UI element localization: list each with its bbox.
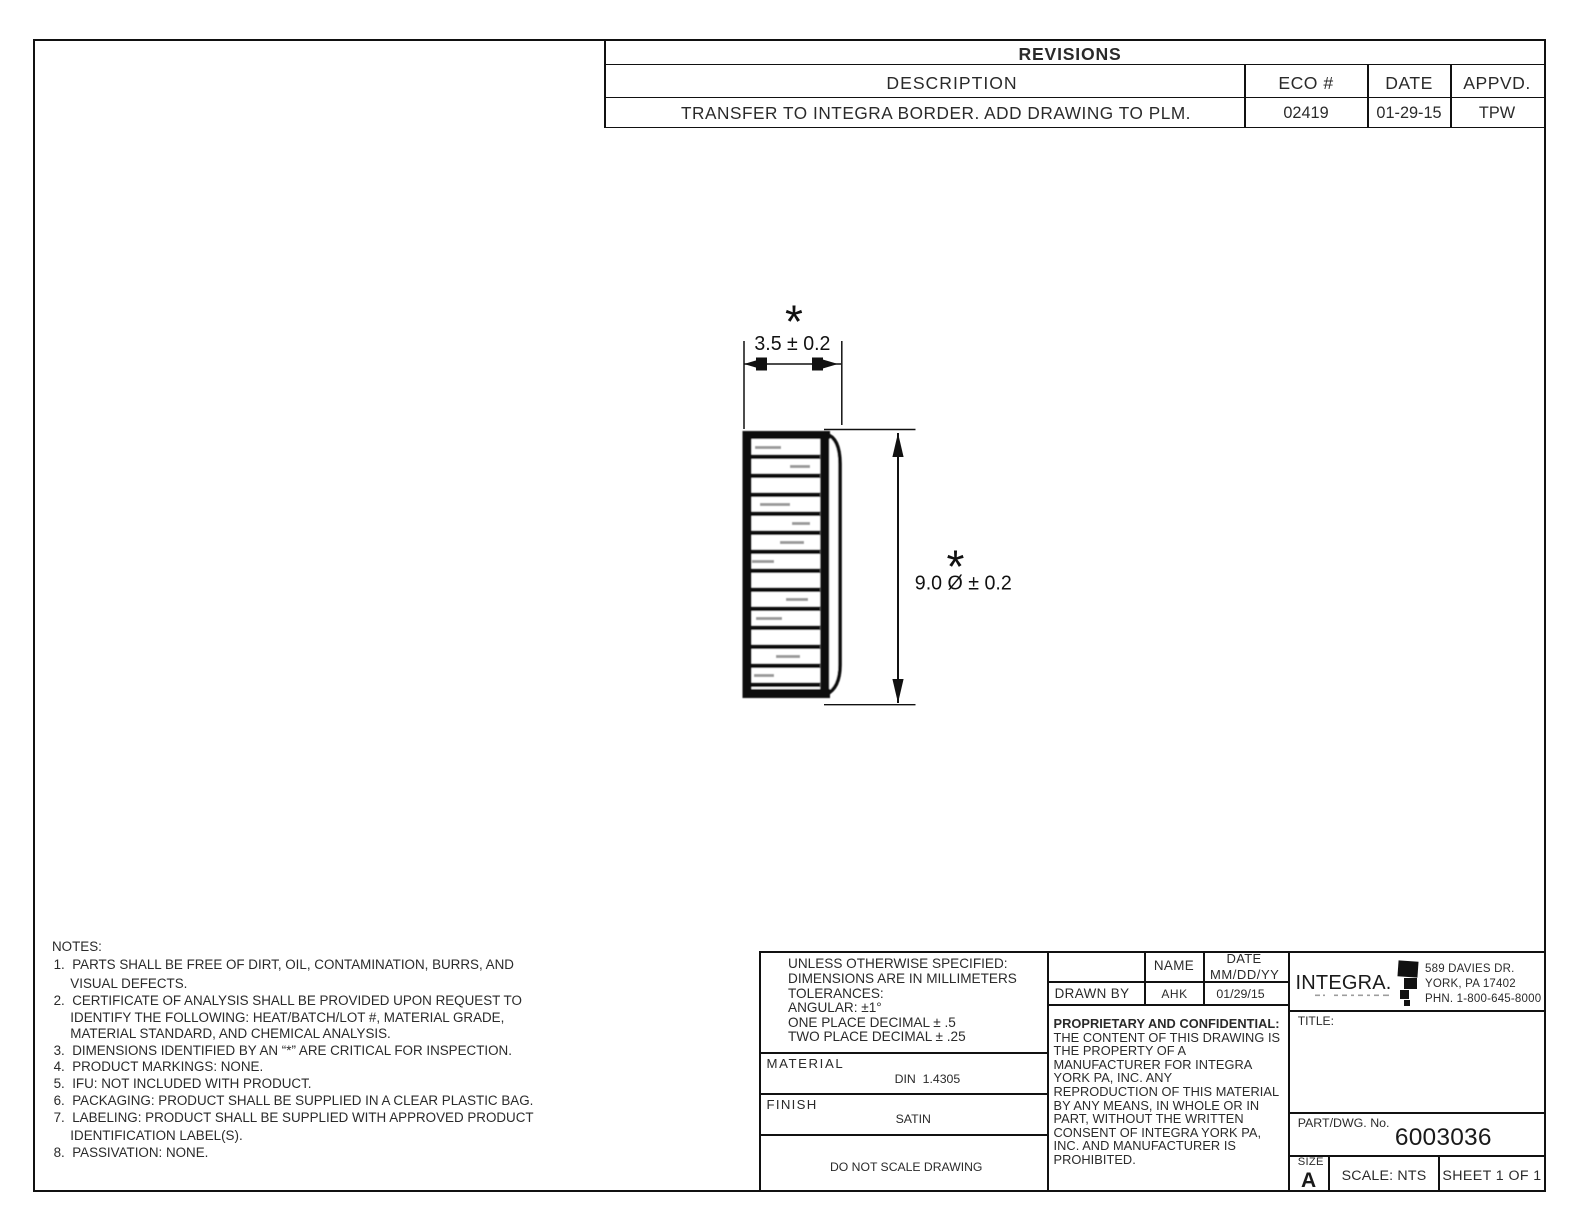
- svg-text:*: *: [785, 296, 803, 348]
- svg-text:9.0 Ø ± 0.2: 9.0 Ø ± 0.2: [915, 572, 1012, 595]
- svg-text:3.5 ± 0.2: 3.5 ± 0.2: [754, 332, 830, 355]
- svg-text:*: *: [947, 540, 965, 592]
